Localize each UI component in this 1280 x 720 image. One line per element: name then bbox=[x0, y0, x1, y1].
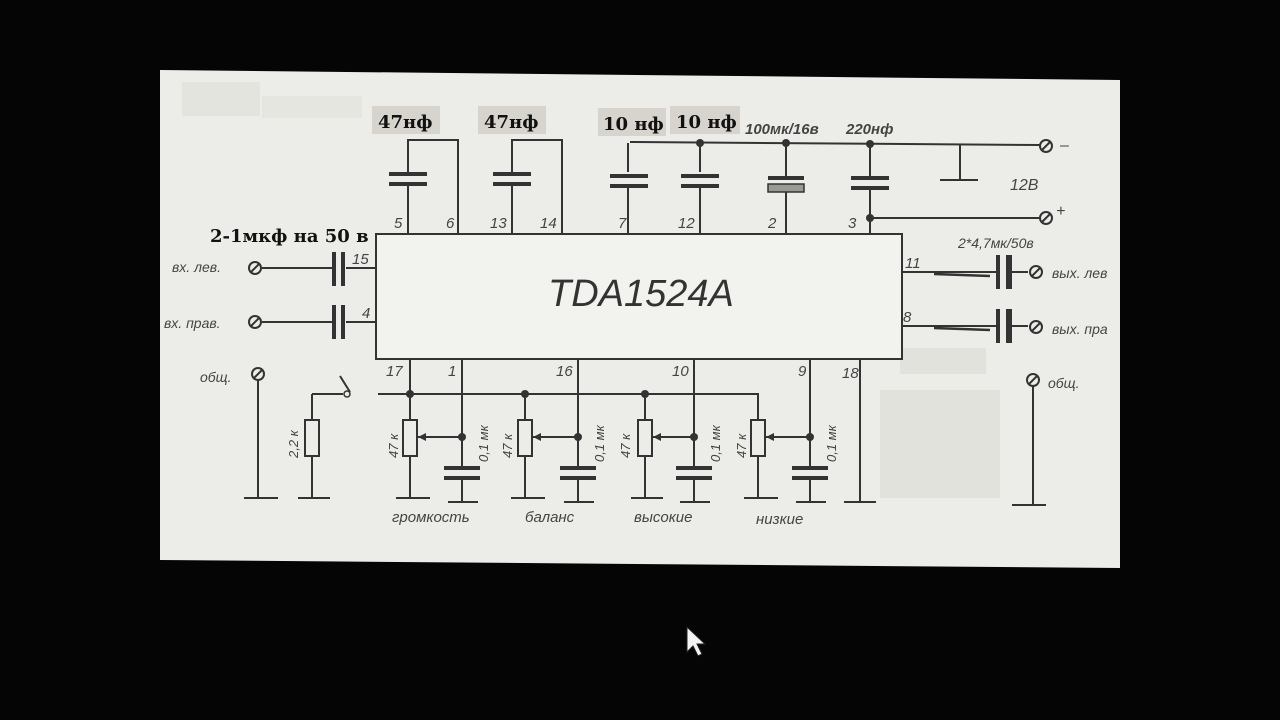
common-left-label: общ. bbox=[200, 369, 231, 385]
plus-label: + bbox=[1056, 203, 1065, 220]
output-right-terminal bbox=[1029, 320, 1043, 334]
note-220nf: 220нф bbox=[845, 121, 893, 138]
capacitor-10nf-b bbox=[681, 174, 719, 178]
note-input-caps: 2-1мкф на 50 в bbox=[210, 226, 369, 247]
volume-potentiometer bbox=[402, 419, 418, 457]
pin18-ground bbox=[844, 359, 876, 503]
pin-10: 10 bbox=[672, 363, 689, 380]
pin-5: 5 bbox=[394, 215, 403, 232]
note-10nf-b: 10 нф bbox=[676, 112, 737, 133]
capacitor-47nf-b bbox=[493, 172, 531, 176]
output-left-capacitor bbox=[996, 255, 1000, 289]
pin-8: 8 bbox=[903, 309, 912, 326]
input-left-capacitor bbox=[332, 252, 336, 286]
treble-cap-value: 0,1 мк bbox=[708, 424, 723, 462]
control-bus bbox=[312, 393, 759, 420]
input-left-terminal bbox=[248, 261, 262, 275]
terminal-minus bbox=[1039, 139, 1053, 153]
pin-9: 9 bbox=[798, 363, 807, 380]
input-right-terminal bbox=[248, 315, 262, 329]
output-right-capacitor bbox=[996, 309, 1000, 343]
output-caps-label: 2*4,7мк/50в bbox=[957, 235, 1034, 251]
note-10nf-a: 10 нф bbox=[603, 114, 664, 135]
rail-ground-symbol bbox=[940, 145, 978, 181]
pin-7: 7 bbox=[618, 215, 627, 232]
note-47nf-a: 47нф bbox=[378, 112, 432, 133]
balance-pot-value: 47 к bbox=[500, 433, 515, 458]
chip-body bbox=[375, 233, 903, 360]
resistor-2k2-label: 2,2 к bbox=[286, 429, 301, 459]
mouse-pointer-icon bbox=[686, 625, 707, 657]
bass-cap-value: 0,1 мк bbox=[824, 424, 839, 462]
volume-cap-value: 0,1 мк bbox=[476, 424, 491, 462]
balance-potentiometer bbox=[517, 419, 533, 457]
volume-label: громкость bbox=[392, 509, 470, 526]
pin-14: 14 bbox=[540, 215, 557, 232]
pin-3: 3 bbox=[848, 215, 857, 232]
capacitor-10nf-a bbox=[610, 174, 648, 178]
capacitor-47nf-a bbox=[389, 172, 427, 176]
note-100uf: 100мк/16в bbox=[745, 121, 819, 138]
output-right-label: вых. пра bbox=[1052, 321, 1108, 337]
common-right-label: общ. bbox=[1048, 375, 1079, 391]
minus-label: – bbox=[1059, 137, 1069, 154]
chip-name: TDA1524A bbox=[548, 273, 734, 315]
balance-capacitor bbox=[560, 466, 596, 470]
volume-pot-value: 47 к bbox=[386, 433, 401, 458]
balance-label: баланс bbox=[525, 509, 575, 526]
pin-16: 16 bbox=[556, 363, 573, 380]
terminal-plus bbox=[1039, 211, 1053, 225]
pin-18: 18 bbox=[842, 365, 859, 382]
treble-label: высокие bbox=[634, 509, 692, 526]
output-left-label: вых. лев bbox=[1052, 265, 1107, 281]
capacitor-100uf bbox=[768, 176, 804, 180]
pin-11: 11 bbox=[905, 255, 921, 272]
input-left-label: вх. лев. bbox=[172, 259, 221, 275]
supply-label: 12В bbox=[1010, 177, 1039, 194]
pin-6: 6 bbox=[446, 215, 455, 232]
pin-12: 12 bbox=[678, 215, 695, 232]
pin-2: 2 bbox=[767, 215, 777, 232]
ground-rail bbox=[629, 141, 1041, 146]
note-47nf-b: 47нф bbox=[484, 112, 538, 133]
balance-control: 47 к 0,1 мк баланс bbox=[500, 359, 607, 526]
treble-control: 47 к 0,1 мк высокие bbox=[618, 359, 723, 526]
pin-1: 1 bbox=[448, 363, 456, 380]
bass-pot-value: 47 к bbox=[734, 433, 749, 458]
pin-4: 4 bbox=[362, 305, 370, 322]
treble-pot-value: 47 к bbox=[618, 433, 633, 458]
input-right-capacitor bbox=[332, 305, 336, 339]
pin-15: 15 bbox=[352, 251, 369, 268]
output-left-terminal bbox=[1029, 265, 1043, 279]
bass-potentiometer bbox=[750, 419, 766, 457]
pin-17: 17 bbox=[386, 363, 403, 380]
bass-control: 47 к 0,1 мк низкие bbox=[734, 359, 839, 528]
treble-potentiometer bbox=[637, 419, 653, 457]
bass-label: низкие bbox=[756, 511, 803, 528]
resistor-2k2 bbox=[304, 419, 320, 457]
balance-cap-value: 0,1 мк bbox=[592, 424, 607, 462]
volume-capacitor bbox=[444, 466, 480, 470]
treble-capacitor bbox=[676, 466, 712, 470]
power-switch bbox=[339, 375, 351, 393]
pin-13: 13 bbox=[490, 215, 507, 232]
volume-control: 47 к 0,1 мк громкость bbox=[386, 359, 491, 526]
capacitor-220nf bbox=[851, 176, 889, 180]
bass-capacitor bbox=[792, 466, 828, 470]
input-right-label: вх. прав. bbox=[164, 315, 221, 331]
